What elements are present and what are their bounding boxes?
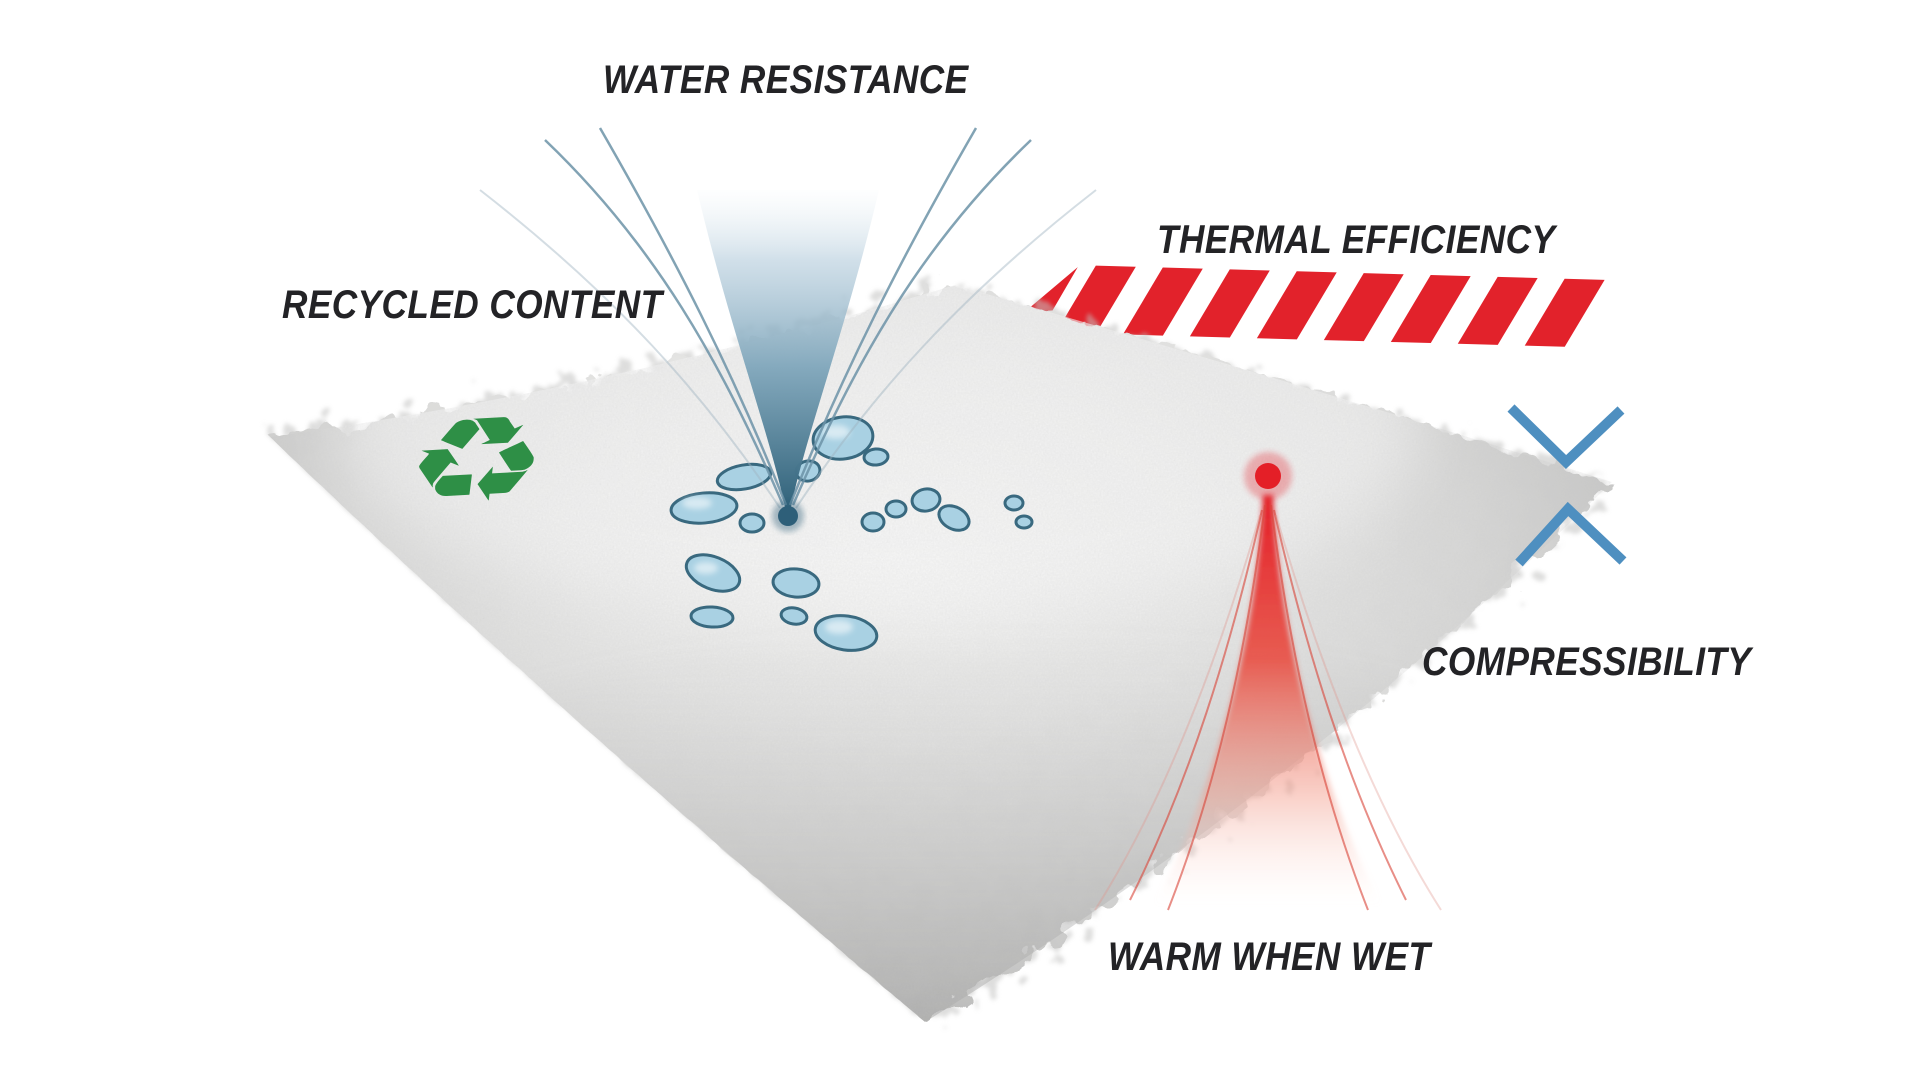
svg-text:♻: ♻ xyxy=(398,388,556,532)
heat-plume-icon xyxy=(1094,452,1442,911)
label-recycled-content: RECYCLED CONTENT xyxy=(282,283,663,327)
recycle-icon: ♻ xyxy=(398,388,556,532)
thermal-hazard-stripes-icon xyxy=(1001,265,1605,347)
water-droplets-icon xyxy=(669,415,1034,652)
label-warm-when-wet: WARM WHEN WET xyxy=(1108,935,1431,979)
label-thermal-efficiency: THERMAL EFFICIENCY xyxy=(1157,218,1556,262)
compressibility-x-icon xyxy=(1507,404,1627,567)
label-compressibility: COMPRESSIBILITY xyxy=(1422,640,1752,684)
water-stream-icon xyxy=(479,127,1097,532)
label-water-resistance: WATER RESISTANCE xyxy=(603,58,969,102)
